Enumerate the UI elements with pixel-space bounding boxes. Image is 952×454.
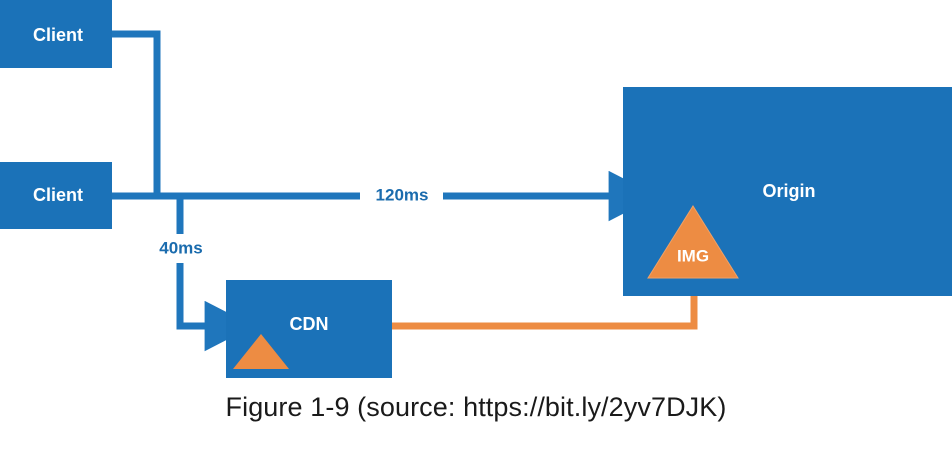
- edge-label-40ms: 40ms: [159, 238, 202, 257]
- node-client-top[interactable]: Client: [0, 0, 112, 68]
- origin-img-asset-label: IMG: [677, 246, 709, 265]
- node-cdn[interactable]: CDN: [226, 280, 392, 378]
- node-client-bottom[interactable]: Client: [0, 162, 112, 229]
- edge-client-top-trunk: [112, 30, 161, 196]
- client-top-label: Client: [33, 25, 83, 45]
- origin-img-asset-triangle-icon: [647, 205, 739, 279]
- client-top-box: [0, 0, 112, 68]
- origin-label: Origin: [763, 181, 816, 201]
- edge-label-120ms: 120ms: [376, 185, 429, 204]
- edge-client-cdn-lower-segment: [176, 263, 254, 352]
- cdn-label: CDN: [290, 314, 329, 334]
- node-origin[interactable]: Origin IMG: [623, 87, 952, 296]
- cdn-img-asset-triangle-icon: [233, 334, 289, 369]
- client-bottom-box: [0, 162, 112, 229]
- figure-caption: Figure 1-9 (source: https://bit.ly/2yv7D…: [225, 392, 727, 422]
- client-bottom-label: Client: [33, 185, 83, 205]
